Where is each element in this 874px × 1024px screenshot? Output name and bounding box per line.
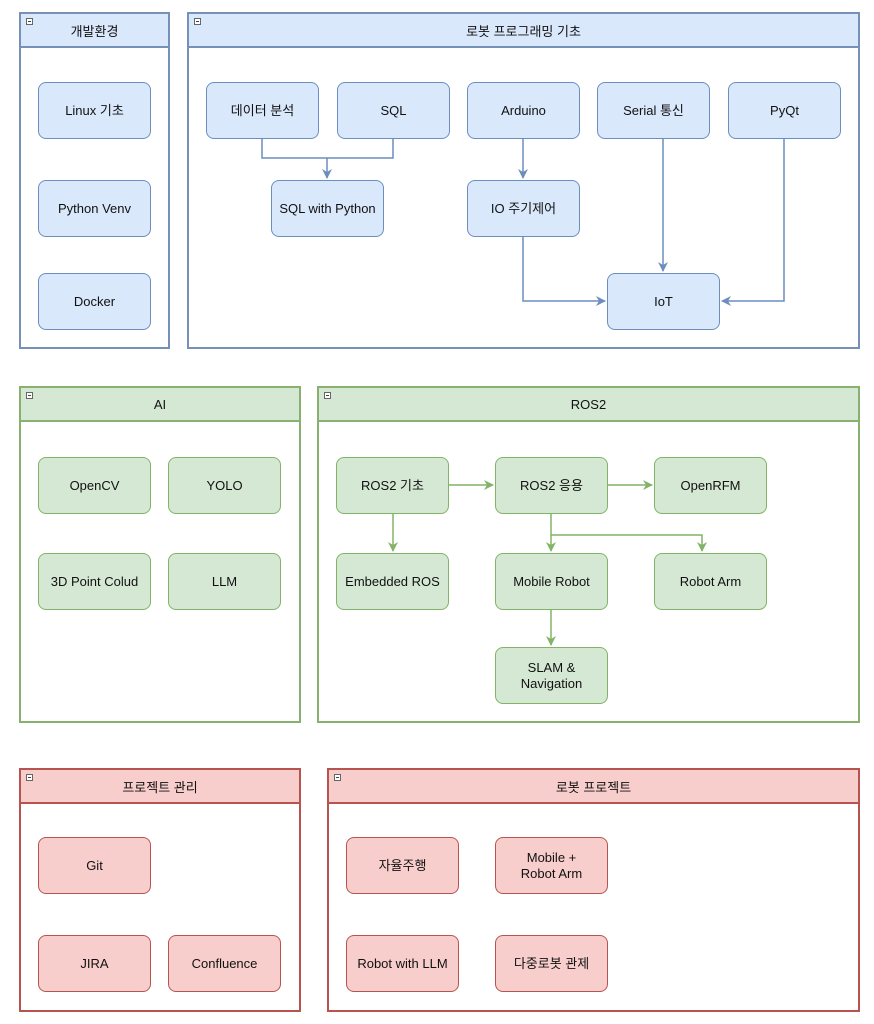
node-autonomous-driving[interactable]: 자율주행 (346, 837, 459, 894)
node-ros2-basic[interactable]: ROS2 기초 (336, 457, 449, 514)
node-iot[interactable]: IoT (607, 273, 720, 330)
node-mobile-robot[interactable]: Mobile Robot (495, 553, 608, 610)
group-dev-env-title: 개발환경 (70, 23, 119, 39)
node-sql[interactable]: SQL (337, 82, 450, 139)
group-project-management-title: 프로젝트 관리 (122, 779, 198, 795)
node-python-venv[interactable]: Python Venv (38, 180, 151, 237)
group-robot-programming-header: 로봇 프로그래밍 기초 (189, 14, 858, 48)
collapse-icon[interactable] (26, 392, 33, 399)
group-ros2-header: ROS2 (319, 388, 858, 422)
node-jira[interactable]: JIRA (38, 935, 151, 992)
group-robot-project-header: 로봇 프로젝트 (329, 770, 858, 804)
group-ros2-title: ROS2 (570, 396, 607, 412)
node-openrfm[interactable]: OpenRFM (654, 457, 767, 514)
node-3d-point-cloud[interactable]: 3D Point Colud (38, 553, 151, 610)
node-io-control[interactable]: IO 주기제어 (467, 180, 580, 237)
group-project-management-header: 프로젝트 관리 (21, 770, 299, 804)
node-robot-with-llm[interactable]: Robot with LLM (346, 935, 459, 992)
node-confluence[interactable]: Confluence (168, 935, 281, 992)
node-embedded-ros[interactable]: Embedded ROS (336, 553, 449, 610)
collapse-icon[interactable] (194, 18, 201, 25)
collapse-icon[interactable] (26, 18, 33, 25)
node-llm[interactable]: LLM (168, 553, 281, 610)
node-robot-arm[interactable]: Robot Arm (654, 553, 767, 610)
node-ros2-app[interactable]: ROS2 응용 (495, 457, 608, 514)
node-docker[interactable]: Docker (38, 273, 151, 330)
group-ai-header: AI (21, 388, 299, 422)
collapse-icon[interactable] (334, 774, 341, 781)
node-linux[interactable]: Linux 기초 (38, 82, 151, 139)
node-slam-navigation[interactable]: SLAM & Navigation (495, 647, 608, 704)
group-robot-project-title: 로봇 프로젝트 (555, 779, 632, 795)
node-opencv[interactable]: OpenCV (38, 457, 151, 514)
group-dev-env-header: 개발환경 (21, 14, 168, 48)
node-multi-robot-control[interactable]: 다중로봇 관제 (495, 935, 608, 992)
group-robot-programming-title: 로봇 프로그래밍 기초 (466, 23, 581, 39)
node-sql-with-python[interactable]: SQL with Python (271, 180, 384, 237)
node-arduino[interactable]: Arduino (467, 82, 580, 139)
collapse-icon[interactable] (26, 774, 33, 781)
node-pyqt[interactable]: PyQt (728, 82, 841, 139)
node-serial[interactable]: Serial 통신 (597, 82, 710, 139)
group-ai-title: AI (153, 396, 167, 412)
node-data-analysis[interactable]: 데이터 분석 (206, 82, 319, 139)
node-mobile-robot-arm[interactable]: Mobile + Robot Arm (495, 837, 608, 894)
node-git[interactable]: Git (38, 837, 151, 894)
node-yolo[interactable]: YOLO (168, 457, 281, 514)
collapse-icon[interactable] (324, 392, 331, 399)
